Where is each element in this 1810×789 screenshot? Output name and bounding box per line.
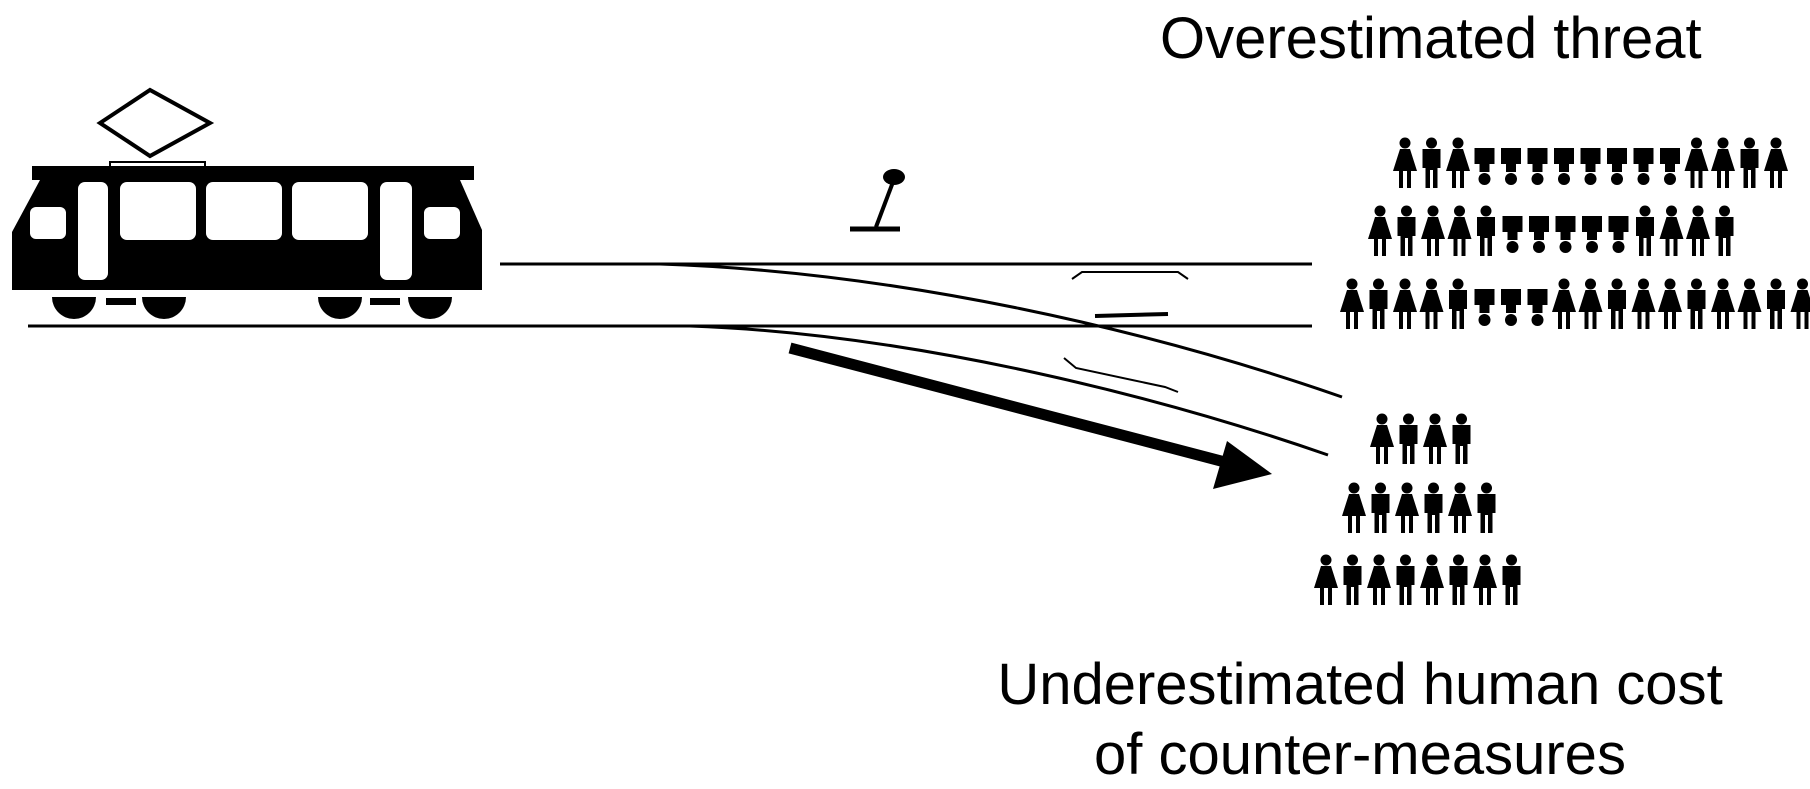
couple-icon	[1608, 216, 1629, 253]
person-icon	[1447, 205, 1472, 256]
person-icon	[1711, 278, 1735, 329]
couple-icon	[1607, 148, 1627, 185]
underestimated-cost-label-line2: of counter-measures	[1094, 721, 1626, 787]
person-icon	[1393, 137, 1417, 188]
couple-icon	[1501, 289, 1521, 326]
person-icon	[1737, 278, 1762, 329]
person-icon	[1396, 554, 1415, 605]
person-icon	[1659, 205, 1684, 256]
person-icon	[1449, 278, 1467, 329]
couple-icon	[1582, 216, 1602, 253]
person-icon	[1473, 554, 1497, 605]
person-icon	[1658, 278, 1682, 329]
couple-icon	[1474, 289, 1495, 326]
person-icon	[1687, 278, 1706, 329]
person-icon	[1340, 278, 1364, 329]
person-icon	[1446, 137, 1470, 188]
person-icon	[1342, 482, 1366, 533]
person-icon	[1552, 278, 1576, 329]
person-icon	[1790, 278, 1810, 329]
underestimated-cost-label-line1: Underestimated human cost	[997, 652, 1723, 717]
person-icon	[1424, 482, 1443, 533]
person-icon	[1368, 205, 1392, 256]
couple-icon	[1660, 148, 1680, 185]
person-icon	[1421, 205, 1445, 256]
railway-tracks	[28, 262, 1343, 457]
direction-arrow-icon	[788, 342, 1272, 489]
person-icon	[1393, 278, 1417, 329]
couple-icon	[1502, 216, 1523, 253]
person-icon	[1423, 413, 1447, 464]
person-icon	[1452, 413, 1471, 464]
person-icon	[1686, 205, 1710, 256]
person-icon	[1631, 278, 1656, 329]
person-icon	[1395, 482, 1419, 533]
person-icon	[1399, 413, 1418, 464]
person-icon	[1369, 278, 1388, 329]
person-icon	[1448, 482, 1472, 533]
couple-icon	[1580, 148, 1601, 185]
person-icon	[1420, 554, 1444, 605]
person-icon	[1608, 278, 1626, 329]
person-icon	[1636, 205, 1654, 256]
tram-icon	[12, 87, 482, 319]
person-icon	[1684, 137, 1709, 188]
person-icon	[1367, 554, 1391, 605]
couple-icon	[1474, 148, 1495, 185]
person-icon	[1370, 413, 1394, 464]
overestimated-threat-crowd	[1340, 137, 1810, 329]
couple-icon	[1501, 148, 1521, 185]
overestimated-threat-label: Overestimated threat	[1160, 6, 1702, 71]
track-switch-lever-icon	[850, 169, 905, 232]
person-icon	[1314, 554, 1338, 605]
couple-icon	[1554, 148, 1574, 185]
person-icon	[1477, 205, 1495, 256]
person-icon	[1449, 554, 1468, 605]
person-icon	[1477, 482, 1496, 533]
person-icon	[1764, 137, 1788, 188]
person-icon	[1397, 205, 1416, 256]
counter-measures-cost-crowd	[1314, 413, 1521, 605]
couple-icon	[1633, 148, 1654, 185]
person-icon	[1715, 205, 1734, 256]
person-icon	[1343, 554, 1362, 605]
person-icon	[1578, 278, 1603, 329]
person-icon	[1740, 137, 1759, 188]
underestimated-cost-label: Underestimated human cost of counter-mea…	[940, 650, 1780, 789]
person-icon	[1419, 278, 1444, 329]
couple-icon	[1527, 289, 1548, 326]
person-icon	[1767, 278, 1785, 329]
couple-icon	[1529, 216, 1549, 253]
couple-icon	[1527, 148, 1548, 185]
person-icon	[1422, 137, 1441, 188]
person-icon	[1371, 482, 1390, 533]
person-icon	[1711, 137, 1735, 188]
couple-icon	[1555, 216, 1576, 253]
person-icon	[1502, 554, 1521, 605]
